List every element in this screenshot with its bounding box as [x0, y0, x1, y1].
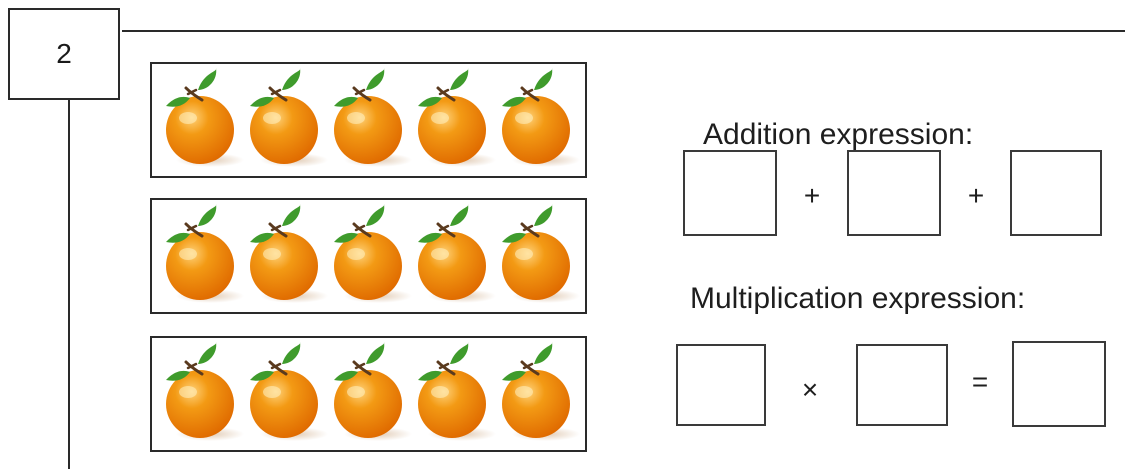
orange-icon — [166, 204, 244, 303]
orange-row-3 — [150, 336, 587, 452]
orange-icon — [418, 204, 496, 303]
orange-icon — [334, 204, 412, 303]
addition-answer-box-2[interactable] — [847, 150, 941, 236]
plus-sign-1: + — [803, 180, 821, 211]
orange-row-2 — [150, 198, 587, 314]
orange-icon — [250, 204, 328, 303]
equals-sign: = — [971, 366, 989, 397]
orange-icon — [334, 68, 412, 167]
problem-number-box: 2 — [8, 8, 120, 100]
side-divider-line — [68, 100, 70, 469]
orange-icon — [502, 68, 580, 167]
addition-expression-label: Addition expression: — [703, 118, 974, 151]
orange-icon — [418, 68, 496, 167]
addition-answer-box-1[interactable] — [683, 150, 777, 236]
problem-number: 2 — [56, 38, 72, 69]
orange-icon — [250, 68, 328, 167]
orange-icon — [502, 342, 580, 441]
times-sign: × — [801, 374, 819, 405]
orange-icon — [166, 342, 244, 441]
multiplication-product-box[interactable] — [1012, 341, 1106, 427]
orange-icon — [250, 342, 328, 441]
multiplication-expression-label: Multiplication expression: — [690, 282, 1026, 315]
orange-icon — [334, 342, 412, 441]
orange-icon — [502, 204, 580, 303]
orange-icon — [418, 342, 496, 441]
plus-sign-2: + — [967, 180, 985, 211]
orange-row-1 — [150, 62, 587, 178]
orange-icon — [166, 68, 244, 167]
addition-answer-box-3[interactable] — [1010, 150, 1102, 236]
multiplication-factor-box-1[interactable] — [676, 344, 766, 426]
multiplication-factor-box-2[interactable] — [856, 344, 948, 426]
top-divider-line — [122, 30, 1125, 32]
